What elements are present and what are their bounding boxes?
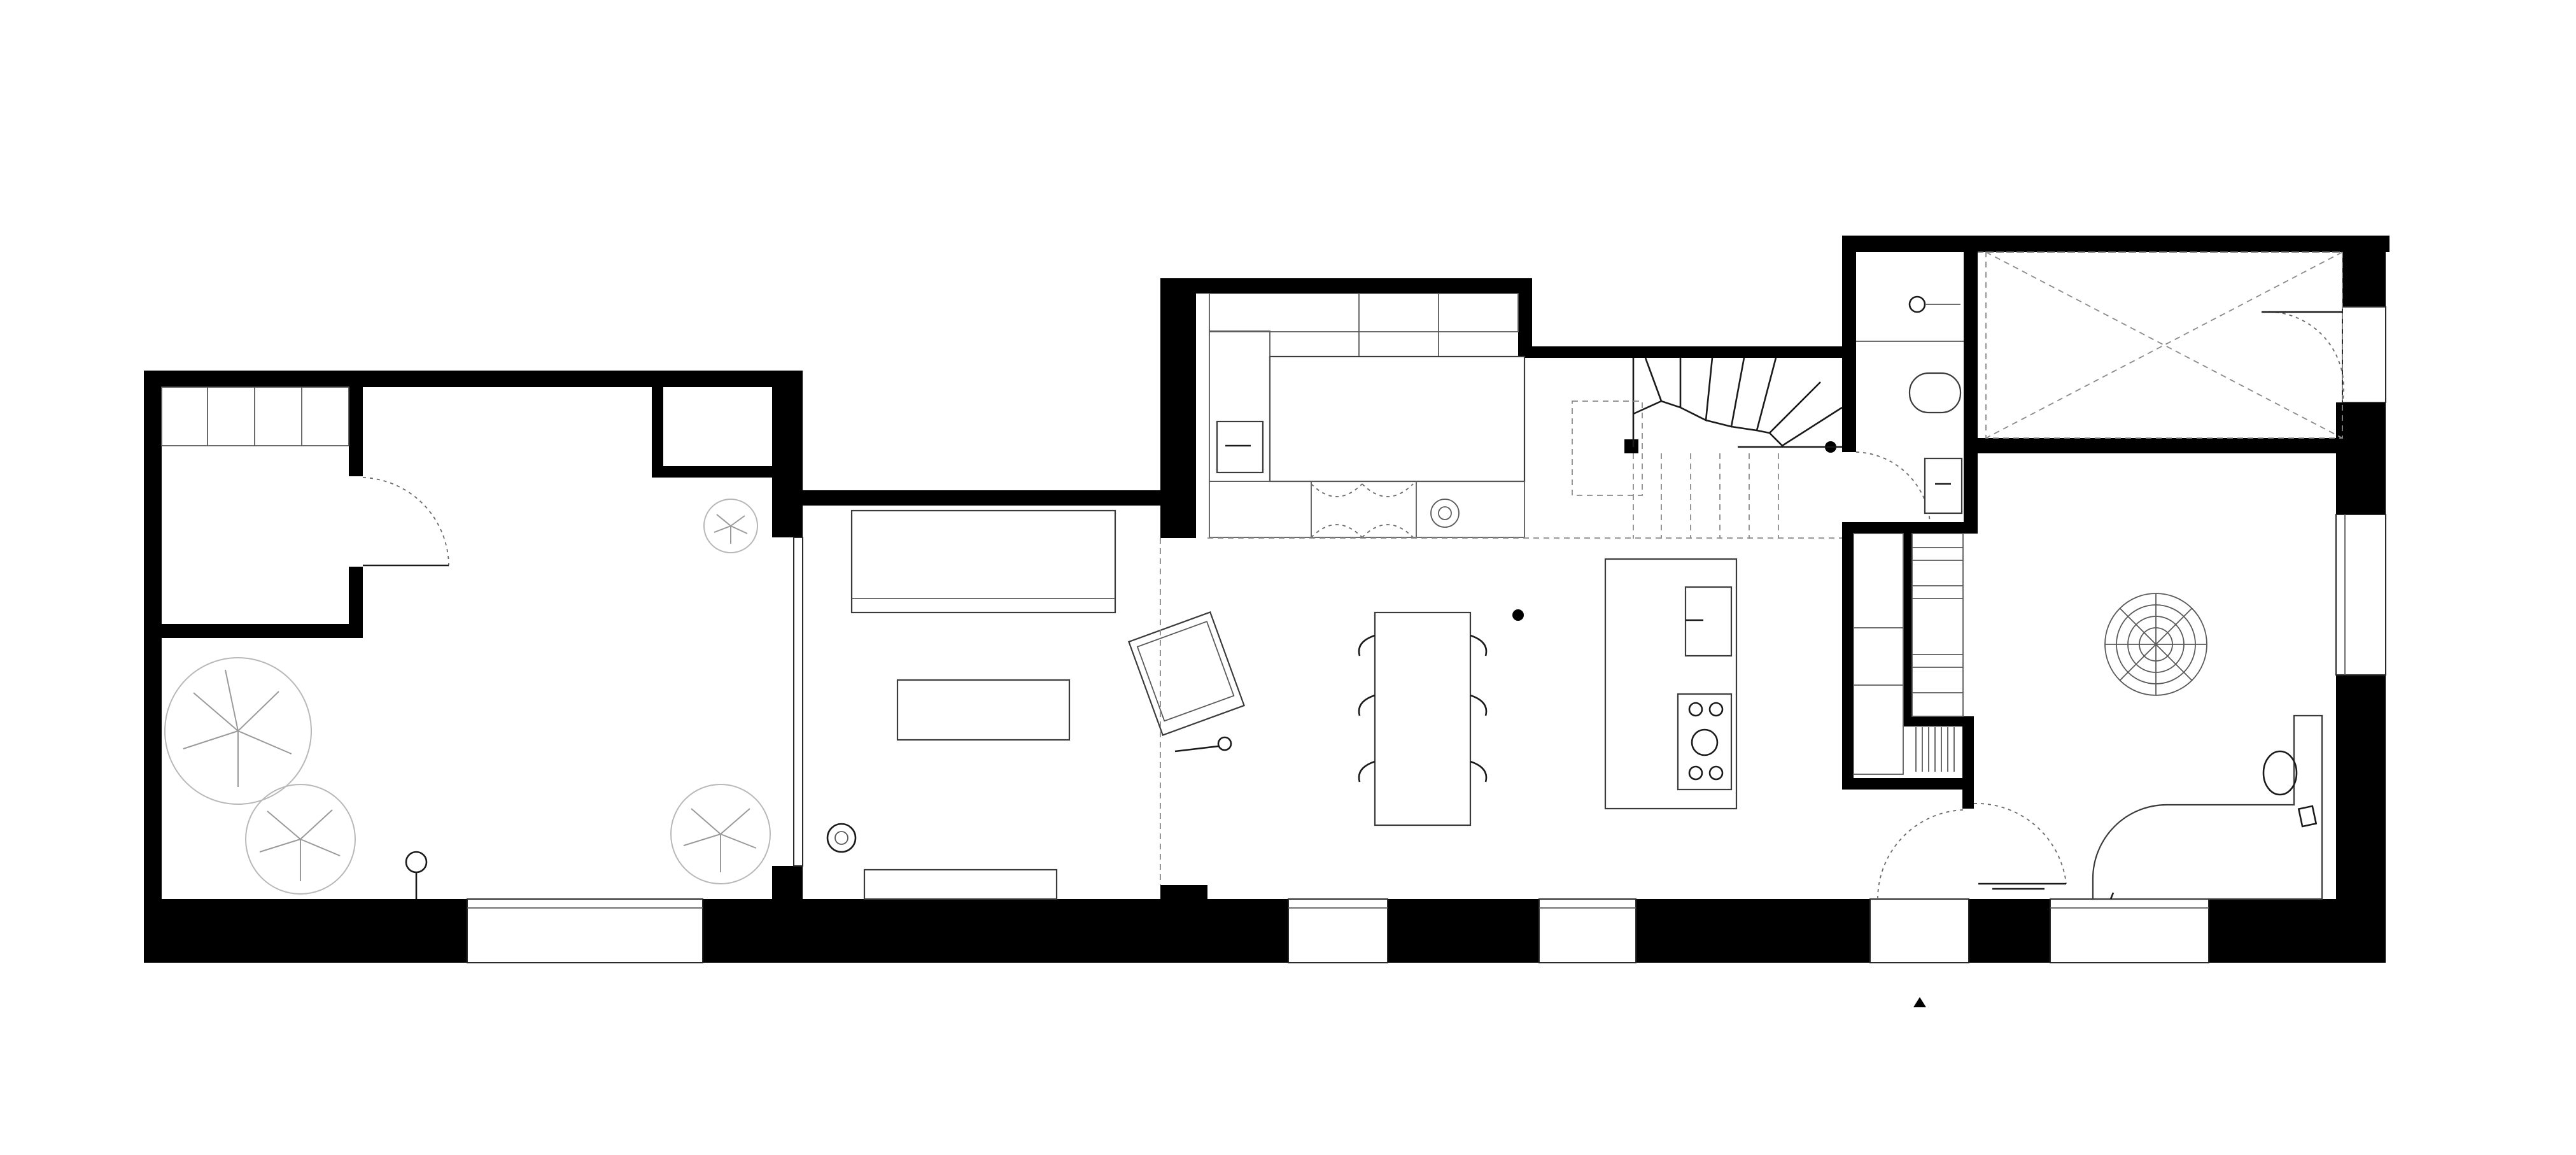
kitchen-east-stub [1518, 278, 1532, 357]
coffee-table [896, 679, 1071, 741]
bench [1853, 533, 1904, 775]
kitchen-west-wall [1160, 278, 1196, 538]
utility-south-wall [1978, 438, 2386, 453]
east-wall-low [2336, 675, 2386, 963]
stair-below [1633, 453, 1779, 539]
south-wall-3 [1388, 899, 1539, 963]
stair-treads [1632, 357, 1843, 448]
window-east-upper [2342, 306, 2386, 403]
east-wall-top [2342, 236, 2386, 307]
tree-icon [164, 657, 312, 805]
upper-cabinets [1209, 293, 1519, 332]
planter-shelf [161, 386, 349, 446]
sofa [850, 509, 1116, 614]
kitchen-pier [1160, 885, 1207, 904]
window [1538, 898, 1636, 963]
sink [1684, 586, 1733, 657]
dining-chairs [1358, 634, 1488, 783]
closet-east-wall [1962, 716, 1974, 790]
window [467, 898, 703, 963]
armchair [1128, 611, 1245, 736]
living-north-wall [803, 490, 1160, 506]
window-east [2335, 514, 2386, 676]
terrace-east-wall-upper [772, 371, 803, 537]
column-marker [1512, 609, 1524, 621]
terrace [161, 386, 771, 899]
toilet-icon [1908, 372, 1962, 414]
south-wall-2 [703, 899, 1288, 963]
sink-icon [1924, 457, 1963, 514]
windows [467, 306, 2386, 963]
closet-divider-h [1903, 716, 1967, 726]
cabinet-doors [1311, 483, 1414, 538]
hangers [1912, 547, 1963, 693]
sideboard [863, 868, 1058, 900]
window [1288, 898, 1388, 963]
round-rug-icon [2104, 593, 2207, 696]
window [2050, 898, 2209, 963]
side-table-icon [826, 823, 857, 853]
service-north-wall [1842, 236, 2389, 252]
closet-wall-h [162, 624, 363, 638]
glazed-partition [793, 537, 803, 867]
door-swing [1855, 451, 1931, 523]
entry-pier [1962, 790, 1974, 809]
kitchen [1207, 293, 1842, 826]
triangle-icon [1913, 997, 1926, 1007]
tree-icon [245, 784, 356, 895]
closet-divider [1903, 525, 1912, 716]
kitchen-counter [1269, 355, 1526, 483]
lamp-icon [405, 851, 428, 874]
living-room [826, 509, 1245, 900]
washbasin-icon [1908, 295, 1926, 313]
east-wall-mid [2336, 402, 2386, 514]
south-wall-5 [1969, 899, 2050, 963]
shaft-wall-v [652, 387, 663, 478]
door-swing [2261, 311, 2344, 403]
bedroom [1877, 593, 2323, 900]
storage [1853, 533, 1964, 775]
bathroom [1856, 295, 1964, 514]
closet-wall-v2 [349, 567, 363, 638]
walls [144, 236, 2389, 963]
door-swing [362, 477, 449, 566]
closet-wall-v1 [349, 387, 363, 476]
terrace-north-wall [144, 371, 803, 387]
utility-room [1978, 252, 2344, 439]
bed-curved-desk [2092, 714, 2323, 900]
tree-icon [670, 784, 771, 884]
chair-icon [2262, 750, 2298, 796]
shoe-rack [1915, 727, 1955, 772]
bath-east-wall [1964, 248, 1978, 534]
cooktop [1677, 693, 1733, 791]
closet-south-wall [1842, 778, 1969, 790]
terrace-west-wall [144, 371, 162, 963]
south-wall-4 [1636, 899, 1870, 963]
service-west-wall [1842, 236, 1856, 452]
door-swing [1973, 803, 2067, 884]
stair-newel [1624, 439, 1638, 453]
kitchen-north-wall [1160, 278, 1528, 294]
tree-icon [703, 499, 758, 553]
wardrobe [1911, 533, 1964, 717]
desk-lamp-icon [2297, 805, 2318, 828]
washer-icon [1430, 499, 1460, 528]
south-wall-1 [144, 899, 467, 963]
entrance-door-swing [1877, 809, 1964, 900]
floor-lamp-icon [1217, 736, 1232, 751]
staircase [1572, 357, 1931, 539]
dining-table [1374, 611, 1472, 826]
closet-west-wall [1842, 522, 1854, 790]
entrance-opening [1869, 898, 1969, 963]
fridge [1216, 420, 1264, 474]
stair-north-wall [1518, 346, 1849, 358]
shaft-wall-h [652, 466, 772, 478]
